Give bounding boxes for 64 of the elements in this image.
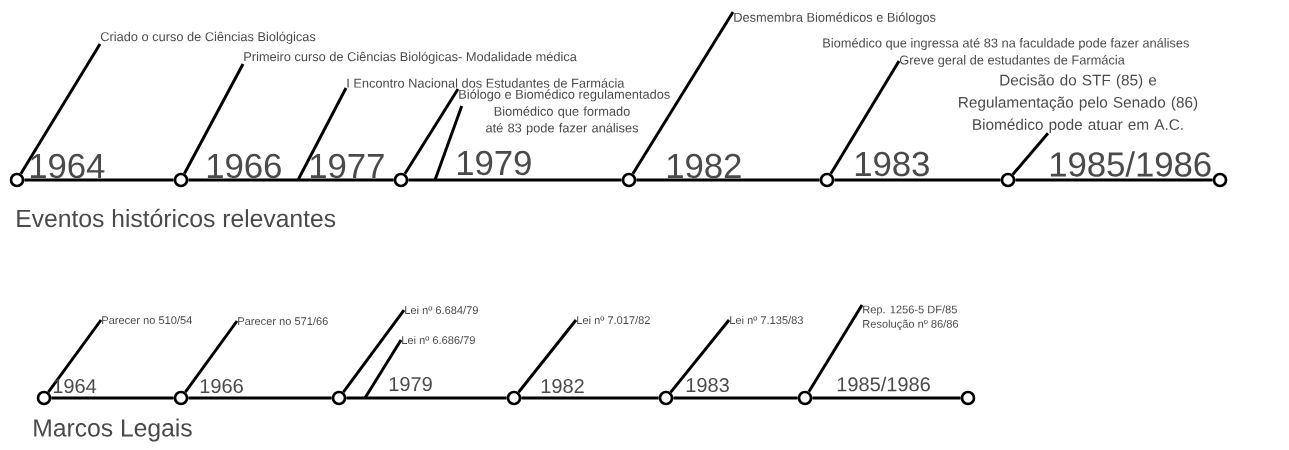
leader-line [807,304,864,393]
event-text: Lei nº 6.684/79 [405,305,478,315]
timeline-segment [636,178,820,182]
timeline-point [1000,172,1016,188]
event-text: Decisão do STF (85) e Regulamentação pelo Senado (86) Biomédico pode atuar em A.C. [959,74,1198,133]
leader-line [669,319,731,394]
timeline-segment [521,396,659,400]
timeline-title: Eventos históricos relevantes [17,208,336,228]
event-text: I Encontro Nacional dos Estudantes de Farmácia [347,78,625,88]
timeline-point [1212,172,1228,188]
leader-line [342,309,406,393]
year-label: 1985/1986 [1050,151,1211,177]
timeline-point [658,390,674,406]
leader-line [363,339,403,399]
timeline-point [819,172,835,188]
timeline-segment [408,178,622,182]
event-text: Primeiro curso de Ciências Biológicas- Modalidade médica [244,51,577,64]
timeline-segment [24,178,174,182]
timeline-segment [834,178,1001,182]
year-label: 1985/1986 [837,376,930,392]
leader-line [183,63,245,175]
leader-line [517,319,578,394]
timeline-point [393,172,409,188]
event-text: Parecer no 571/66 [238,316,328,326]
event-text: Lei nº 7.017/82 [577,315,650,325]
year-label: 1979 [389,376,432,392]
event-text: Biólogo e Biomédico regulamentados [459,89,670,102]
timeline-point [506,390,522,406]
timeline-point [36,390,52,406]
event-text: Greve geral de estudantes de Farmácia [899,54,1125,68]
leader-line [433,105,464,181]
timeline-point [960,390,976,406]
timeline-segment [1015,178,1213,182]
leader-line [631,11,735,175]
leader-line [829,60,901,175]
timeline-title: Marcos Legais [34,418,192,442]
timeline-point [621,172,637,188]
timeline-point [331,390,347,406]
leader-line [19,43,102,175]
event-text: Rep. 1256-5 DF/85 Resolução nº 86/86 [863,305,959,330]
event-text: Lei nº 7.135/83 [730,315,803,325]
leader-line [296,87,348,181]
timeline-point [797,390,813,406]
leader-line [1011,132,1050,176]
timeline-segment [188,396,332,400]
leader-line [403,88,460,175]
timeline-segment [188,178,394,182]
leader-line [47,319,103,393]
event-text: Lei nº 6.686/79 [402,335,475,345]
note-text: Biomédico que ingressa até 83 na faculdade pode fazer análises [823,37,1189,51]
timeline-segment [346,396,507,400]
timeline-point [173,172,189,188]
event-text: Desmembra Biomédicos e Biólogos [734,12,936,25]
timeline-segment [51,396,174,400]
timeline-point [9,172,25,188]
timeline-point [173,390,189,406]
timeline-segment [812,396,961,400]
event-text: Parecer no 510/54 [102,315,192,325]
leader-line [184,320,239,393]
year-label: 1982 [667,153,741,179]
timeline-segment [673,396,798,400]
event-text: Criado o curso de Ciências Biológicas [100,31,316,44]
event-text: Biomédico que formado até 83 pode fazer análises [486,106,638,135]
year-label: 1979 [457,150,531,176]
